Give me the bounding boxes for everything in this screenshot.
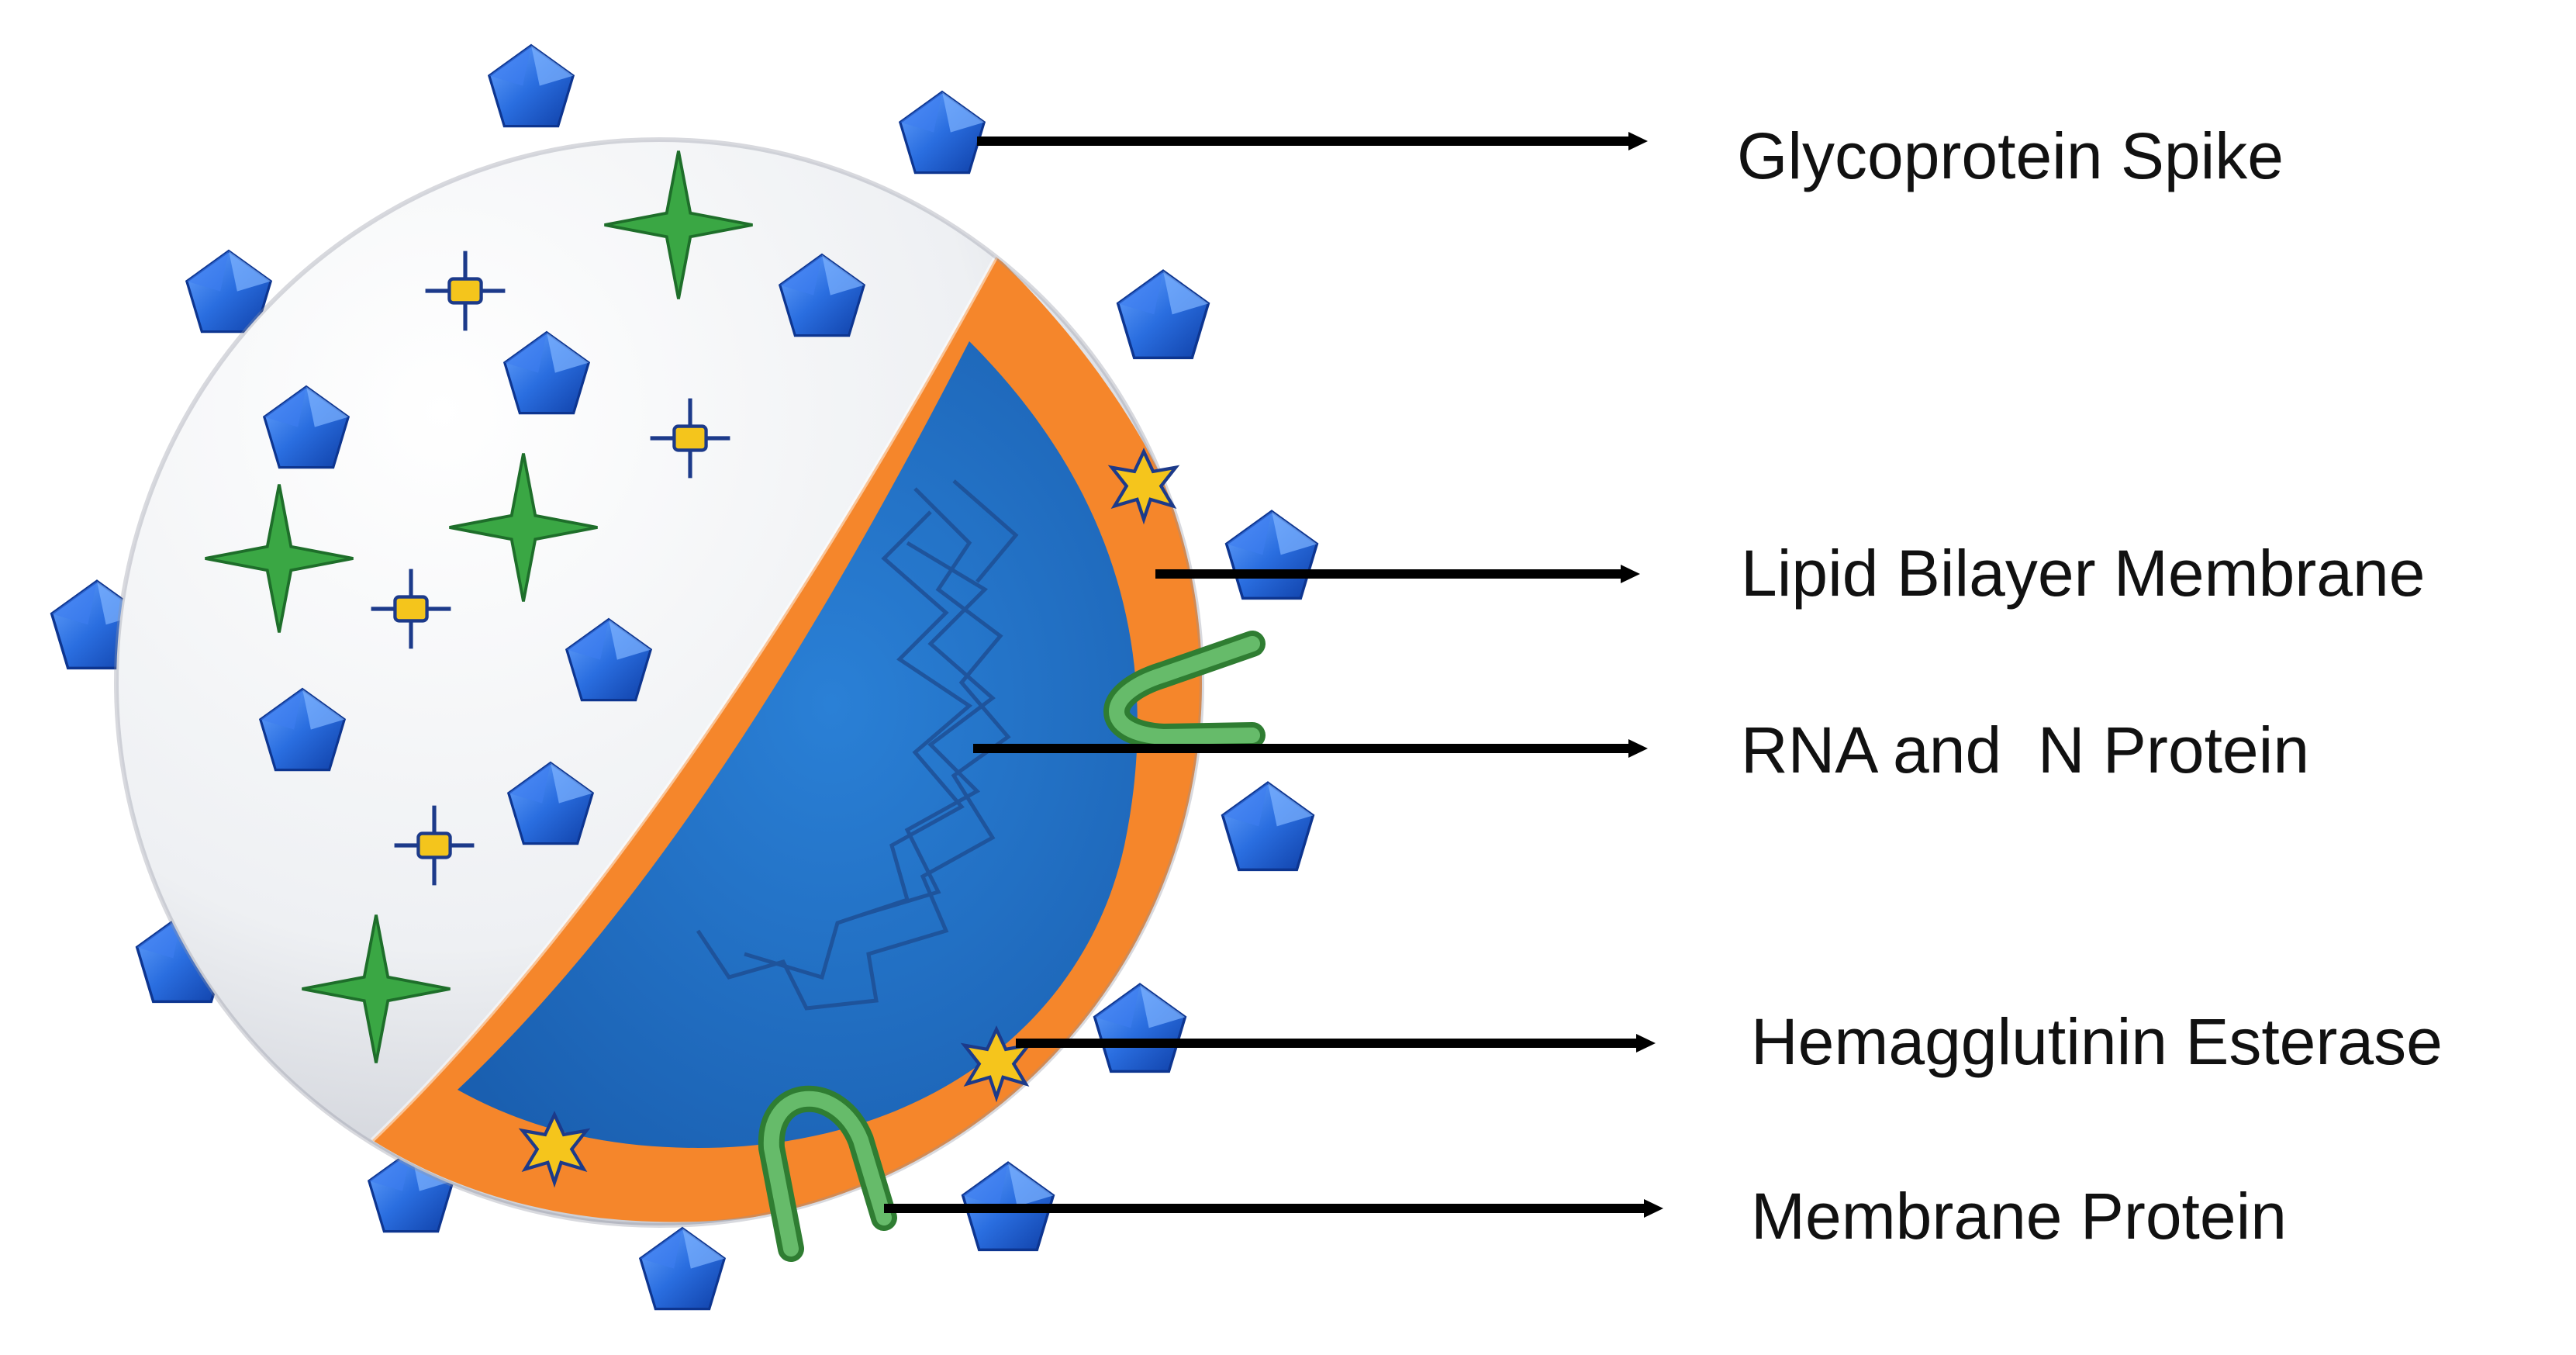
lipid-bilayer-arrow bbox=[1155, 565, 1640, 583]
spike-icon bbox=[488, 44, 575, 128]
hemagglutinin-esterase-arrow bbox=[1016, 1034, 1656, 1053]
membrane-protein-group bbox=[758, 631, 1266, 1262]
label-lipid-bilayer-membrane: Lipid Bilayer Membrane bbox=[1741, 537, 2425, 610]
rna-n-protein-arrow bbox=[973, 739, 1648, 758]
spike-icon bbox=[1224, 510, 1319, 600]
spike-icon bbox=[1093, 983, 1187, 1073]
membrane-protein-icon bbox=[758, 1085, 897, 1262]
virus-sphere bbox=[114, 137, 1204, 1228]
label-glycoprotein-spike: Glycoprotein Spike bbox=[1737, 119, 2284, 192]
leader-lines bbox=[884, 132, 1663, 1218]
spike-icon bbox=[1221, 781, 1315, 872]
spike-icon bbox=[899, 91, 986, 175]
membrane-protein-arrow bbox=[884, 1199, 1663, 1218]
membrane-protein-icon bbox=[1103, 631, 1266, 751]
label-hemagglutinin-esterase: Hemagglutinin Esterase bbox=[1751, 1005, 2443, 1078]
label-group: Glycoprotein Spike Lipid Bilayer Membran… bbox=[1737, 119, 2443, 1253]
spike-icon bbox=[639, 1227, 726, 1311]
glycoprotein-spike-arrow bbox=[977, 132, 1648, 150]
label-rna-and-n-protein: RNA and N Protein bbox=[1741, 714, 2309, 786]
rna-strand bbox=[696, 479, 1019, 1011]
spike-icon bbox=[1116, 269, 1210, 360]
label-membrane-protein: Membrane Protein bbox=[1751, 1180, 2287, 1253]
